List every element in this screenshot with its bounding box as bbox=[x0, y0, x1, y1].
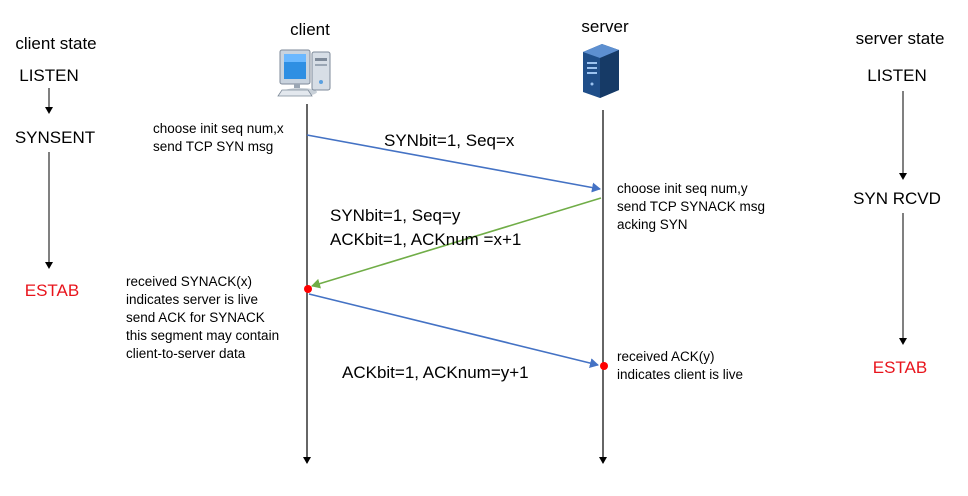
client-note-2-line-2: indicates server is live bbox=[126, 292, 258, 307]
server-note-1-line-2: send TCP SYNACK msg bbox=[617, 199, 765, 214]
client-state-header: client state bbox=[15, 34, 96, 53]
client-note-2-line-3: send ACK for SYNACK bbox=[126, 310, 265, 325]
server-header: server bbox=[581, 17, 629, 36]
synack-message-label-1: SYNbit=1, Seq=y bbox=[330, 206, 461, 225]
client-note-1-line-1: choose init seq num,x bbox=[153, 121, 284, 136]
client-note-2: received SYNACK(x) indicates server is l… bbox=[126, 274, 279, 361]
server-tower-icon bbox=[583, 44, 619, 98]
client-note-2-line-1: received SYNACK(x) bbox=[126, 274, 252, 289]
server-note-1: choose init seq num,y send TCP SYNACK ms… bbox=[617, 181, 765, 232]
client-state-estab: ESTAB bbox=[25, 281, 79, 300]
server-note-2: received ACK(y) indicates client is live bbox=[617, 349, 743, 382]
client-note-2-line-5: client-to-server data bbox=[126, 346, 246, 361]
server-state-header: server state bbox=[856, 29, 945, 48]
server-state-estab: ESTAB bbox=[873, 358, 927, 377]
client-event-dot bbox=[304, 285, 312, 293]
computer-icon bbox=[277, 49, 331, 97]
ack-arrow bbox=[308, 293, 599, 368]
syn-arrow bbox=[306, 134, 601, 193]
server-state-syn-rcvd: SYN RCVD bbox=[853, 189, 941, 208]
client-note-2-line-4: this segment may contain bbox=[126, 328, 279, 343]
server-state-listen: LISTEN bbox=[867, 66, 927, 85]
client-state-listen: LISTEN bbox=[19, 66, 79, 85]
synack-arrow bbox=[311, 197, 602, 289]
synack-message-label-2: ACKbit=1, ACKnum =x+1 bbox=[330, 230, 521, 249]
server-note-1-line-3: acking SYN bbox=[617, 217, 688, 232]
syn-message-label: SYNbit=1, Seq=x bbox=[384, 131, 515, 150]
ack-message-label: ACKbit=1, ACKnum=y+1 bbox=[342, 363, 529, 382]
client-header: client bbox=[290, 20, 330, 39]
client-state-synsent: SYNSENT bbox=[15, 128, 95, 147]
server-note-2-line-2: indicates client is live bbox=[617, 367, 743, 382]
client-note-1: choose init seq num,x send TCP SYN msg bbox=[153, 121, 284, 154]
server-note-1-line-1: choose init seq num,y bbox=[617, 181, 748, 196]
server-event-dot bbox=[600, 362, 608, 370]
client-note-1-line-2: send TCP SYN msg bbox=[153, 139, 273, 154]
server-note-2-line-1: received ACK(y) bbox=[617, 349, 715, 364]
